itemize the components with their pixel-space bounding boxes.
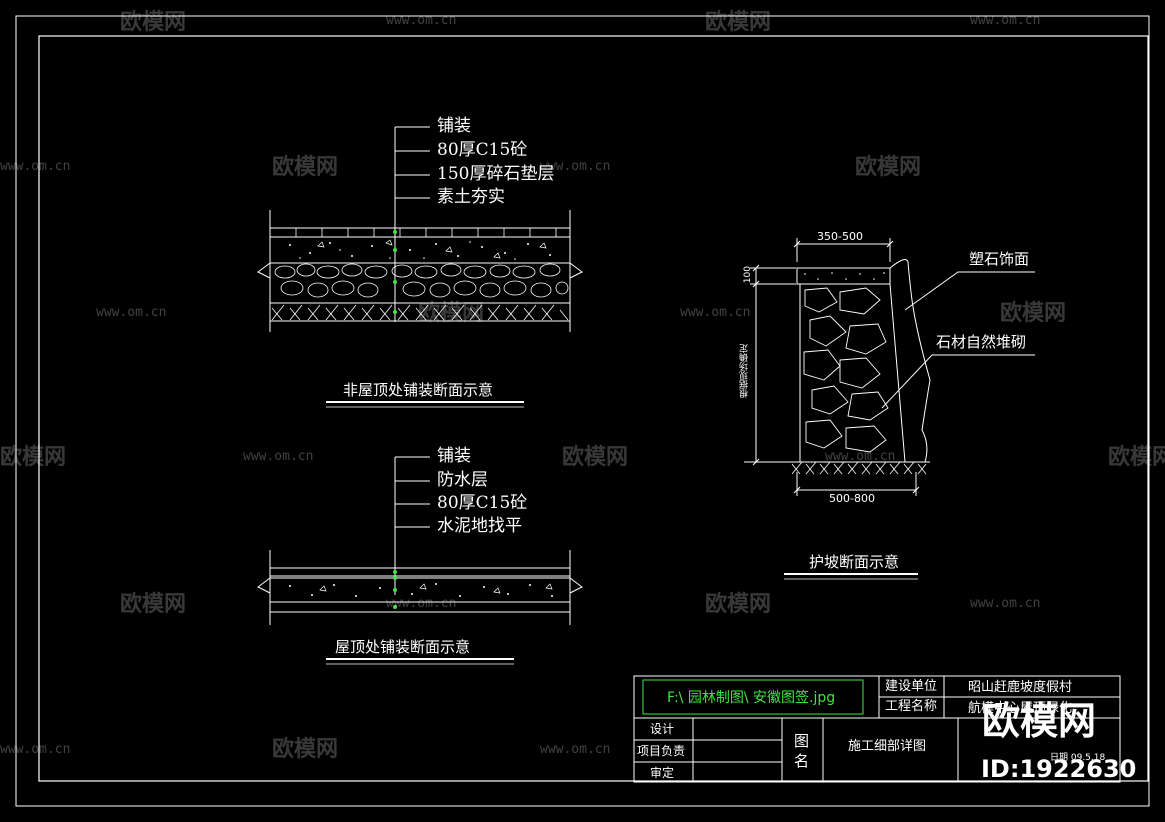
detail3-top-dim: 350-500 (817, 230, 863, 243)
detail3-section (744, 238, 1035, 580)
detail1-label-paving: 铺装 (437, 116, 471, 136)
detail1-label-soil: 素土夯实 (437, 187, 505, 207)
design-label: 设计 (650, 722, 675, 736)
review-label: 审定 (650, 766, 675, 780)
detail2-label-leveling: 水泥地找平 (437, 516, 522, 536)
watermark-url: www.om.cn (96, 305, 167, 320)
detail2-caption: 屋顶处铺装断面示意 (335, 638, 471, 656)
pm-label: 项目负责 (637, 744, 686, 758)
date-text: 日期 09.5.18 (1050, 753, 1106, 763)
drawing-name-label: 图名 (794, 732, 810, 770)
detail3-bottom-dim: 500-800 (829, 492, 875, 505)
build-unit-value: 昭山赶鹿坡度假村 (968, 680, 1073, 695)
detail1-caption: 非屋顶处铺装断面示意 (343, 381, 494, 399)
detail3-height-note: 根据现场确定 (740, 344, 750, 398)
watermark-logo: 欧模网 (1000, 301, 1067, 326)
project-name-value: 航模中心屋顶绿化 (968, 701, 1073, 716)
watermark-logo: 欧模网 (418, 301, 485, 326)
watermark-logo: 欧模网 (705, 10, 772, 35)
watermark-url: www.om.cn (540, 742, 611, 757)
watermark-url: www.om.cn (243, 449, 314, 464)
watermark-logo: 欧模网 (705, 592, 772, 617)
watermark-logo: 欧模网 (1108, 445, 1165, 470)
watermark-url: www.om.cn (970, 13, 1041, 28)
watermark-url: www.om.cn (386, 13, 457, 28)
drawing-name-value: 施工细部详图 (848, 739, 927, 754)
watermark-url: www.om.cn (0, 742, 71, 757)
detail2-label-paving: 铺装 (437, 446, 471, 466)
watermark-url: www.om.cn (540, 159, 611, 174)
watermark-logo: 欧模网 (855, 155, 922, 180)
watermark-logo: 欧模网 (272, 155, 339, 180)
watermark-url: www.om.cn (386, 596, 457, 611)
detail2-label-concrete: 80厚C15砼 (437, 493, 528, 513)
outer-frame (15, 15, 1150, 807)
build-unit-label: 建设单位 (885, 679, 938, 694)
watermark-logo: 欧模网 (120, 592, 187, 617)
watermark-url: www.om.cn (825, 449, 896, 464)
detail1-label-concrete: 80厚C15砼 (437, 140, 528, 160)
detail3-caption: 护坡断面示意 (809, 553, 900, 571)
detail3-label-surface: 塑石饰面 (969, 250, 1030, 268)
detail3-label-stone: 石材自然堆砌 (936, 333, 1027, 351)
title-block-grid (633, 675, 1121, 783)
detail1-label-gravel: 150厚碎石垫层 (437, 164, 555, 184)
watermark-url: www.om.cn (680, 305, 751, 320)
detail2-section (257, 456, 583, 665)
watermark-url: www.om.cn (0, 159, 71, 174)
inner-frame (38, 35, 1149, 782)
detail1-section (257, 126, 583, 408)
watermark-id: ID:1922630 (981, 755, 1137, 783)
detail2-label-waterproof: 防水层 (437, 470, 488, 490)
file-path: F:\ 园林制图\ 安徽图签.jpg (667, 690, 836, 706)
watermark-logo: 欧模网 (0, 445, 67, 470)
watermark-logo: 欧模网 (272, 737, 339, 762)
detail3-side-dim: 100 (743, 266, 753, 284)
project-name-label: 工程名称 (885, 699, 938, 714)
watermark-url: www.om.cn (970, 596, 1041, 611)
watermark-logo-large: 欧模网 (982, 699, 1097, 743)
watermark-logo: 欧模网 (562, 445, 629, 470)
watermark-logo: 欧模网 (120, 10, 187, 35)
